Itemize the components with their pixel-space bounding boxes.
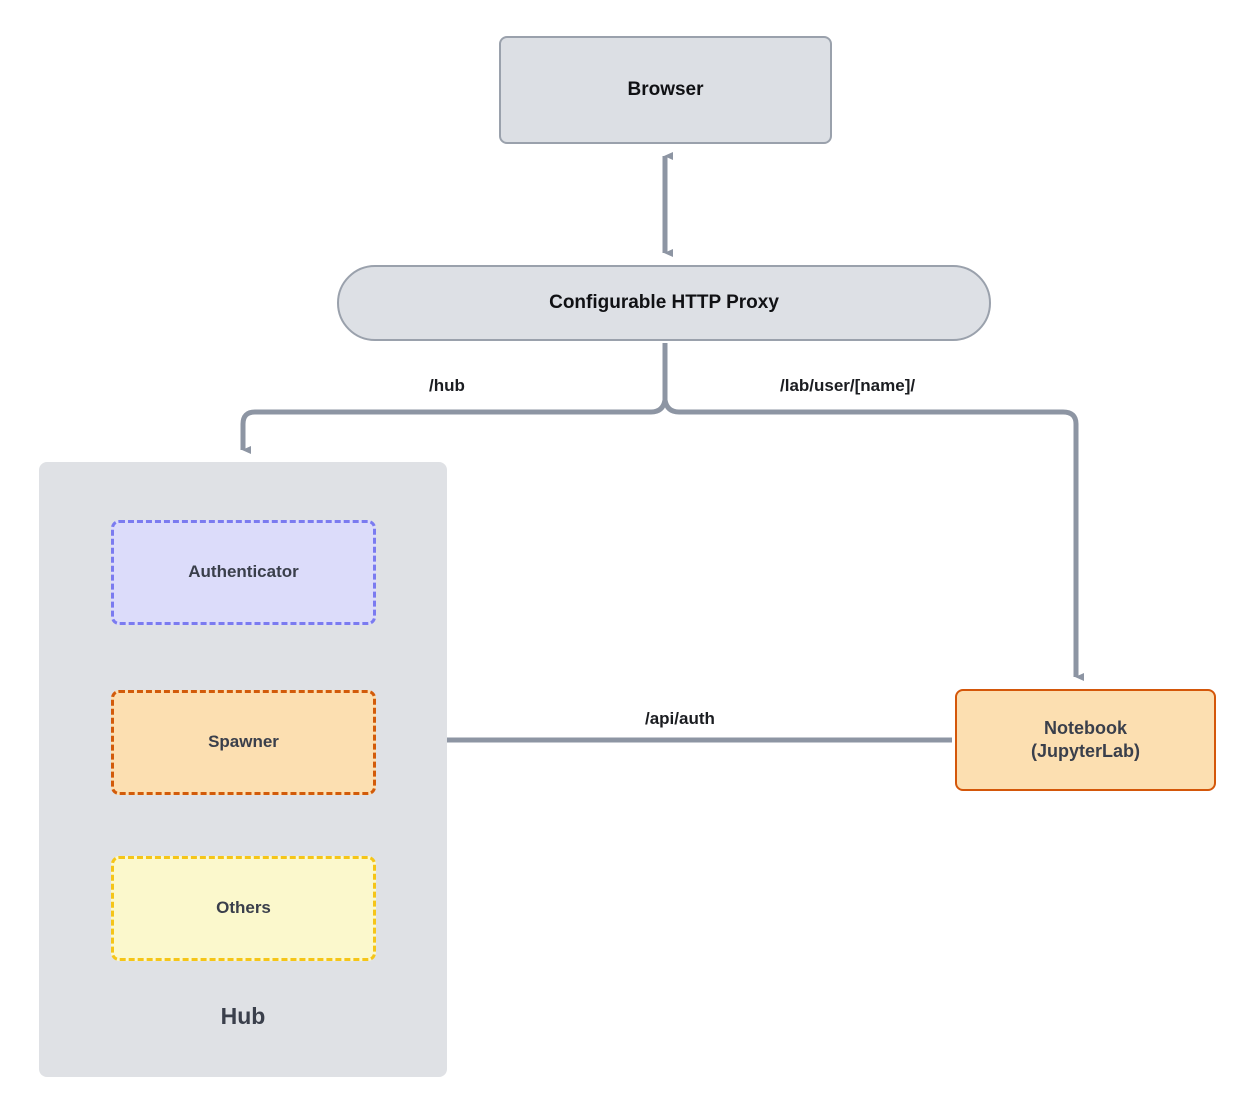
node-spawner-label: Spawner — [208, 732, 279, 752]
node-proxy-label: Configurable HTTP Proxy — [549, 291, 779, 313]
node-notebook[interactable]: Notebook (JupyterLab) — [955, 689, 1216, 791]
edge-label-hub-path: /hub — [424, 375, 470, 397]
edge-proxy-hub — [240, 399, 668, 454]
node-authenticator-label: Authenticator — [188, 562, 299, 582]
node-hub-label: Hub — [220, 1003, 266, 1029]
node-authenticator[interactable]: Authenticator — [111, 520, 376, 625]
node-others-label: Others — [216, 898, 271, 918]
edge-proxy-notebook — [662, 399, 1084, 681]
node-browser-label: Browser — [627, 78, 704, 100]
node-notebook-label-line1: Notebook — [1043, 717, 1127, 738]
node-configurable-http-proxy[interactable]: Configurable HTTP Proxy — [337, 265, 991, 341]
node-notebook-label-line2: (JupyterLab) — [1030, 741, 1140, 761]
edge-label-api-path: /api/auth — [640, 708, 720, 730]
edge-label-lab-path: /lab/user/[name]/ — [775, 375, 921, 397]
node-others[interactable]: Others — [111, 856, 376, 961]
node-hub-container[interactable]: Authenticator Spawner Others Hub — [39, 462, 447, 1077]
node-spawner[interactable]: Spawner — [111, 690, 376, 795]
node-browser[interactable]: Browser — [499, 36, 832, 144]
